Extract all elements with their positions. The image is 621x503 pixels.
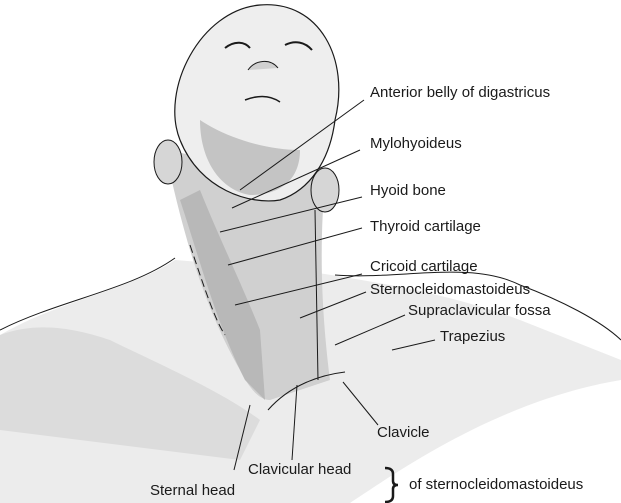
left-ear	[153, 139, 183, 185]
leader-lines	[219, 99, 436, 471]
clavicle-line	[267, 371, 346, 411]
label-clavicle: Clavicle	[377, 424, 430, 441]
right-ear	[310, 167, 340, 213]
scm-border	[189, 244, 226, 336]
jaw-shadow	[200, 120, 300, 195]
brace	[384, 466, 399, 503]
label-thyroid-cartilage: Thyroid cartilage	[370, 218, 481, 235]
label-sternocleidomastoideus: Sternocleidomastoideus	[370, 281, 531, 298]
label-supraclavicular-fossa: Supraclavicular fossa	[408, 302, 551, 319]
left-eye	[224, 41, 251, 49]
mouth	[244, 95, 281, 103]
shoulder-shadow	[0, 327, 260, 460]
neck-line	[314, 209, 319, 381]
nose	[247, 61, 279, 71]
label-mylohyoideus: Mylohyoideus	[370, 135, 462, 152]
right-eye	[284, 41, 313, 51]
scm-shadow	[180, 190, 265, 400]
label-anterior-belly: Anterior belly of digastricus	[370, 84, 551, 101]
label-trapezius: Trapezius	[440, 328, 506, 345]
label-hyoid-bone: Hyoid bone	[370, 182, 446, 199]
label-sternal-head: Sternal head	[150, 482, 236, 499]
label-cricoid-cartilage: Cricoid cartilage	[370, 258, 478, 275]
shoulder-line-left	[0, 257, 176, 331]
label-of-sternocleidomastoideus: of sternocleidomastoideus	[409, 476, 584, 493]
label-clavicular-head: Clavicular head	[248, 461, 352, 478]
shoulder-line-right	[334, 271, 621, 341]
